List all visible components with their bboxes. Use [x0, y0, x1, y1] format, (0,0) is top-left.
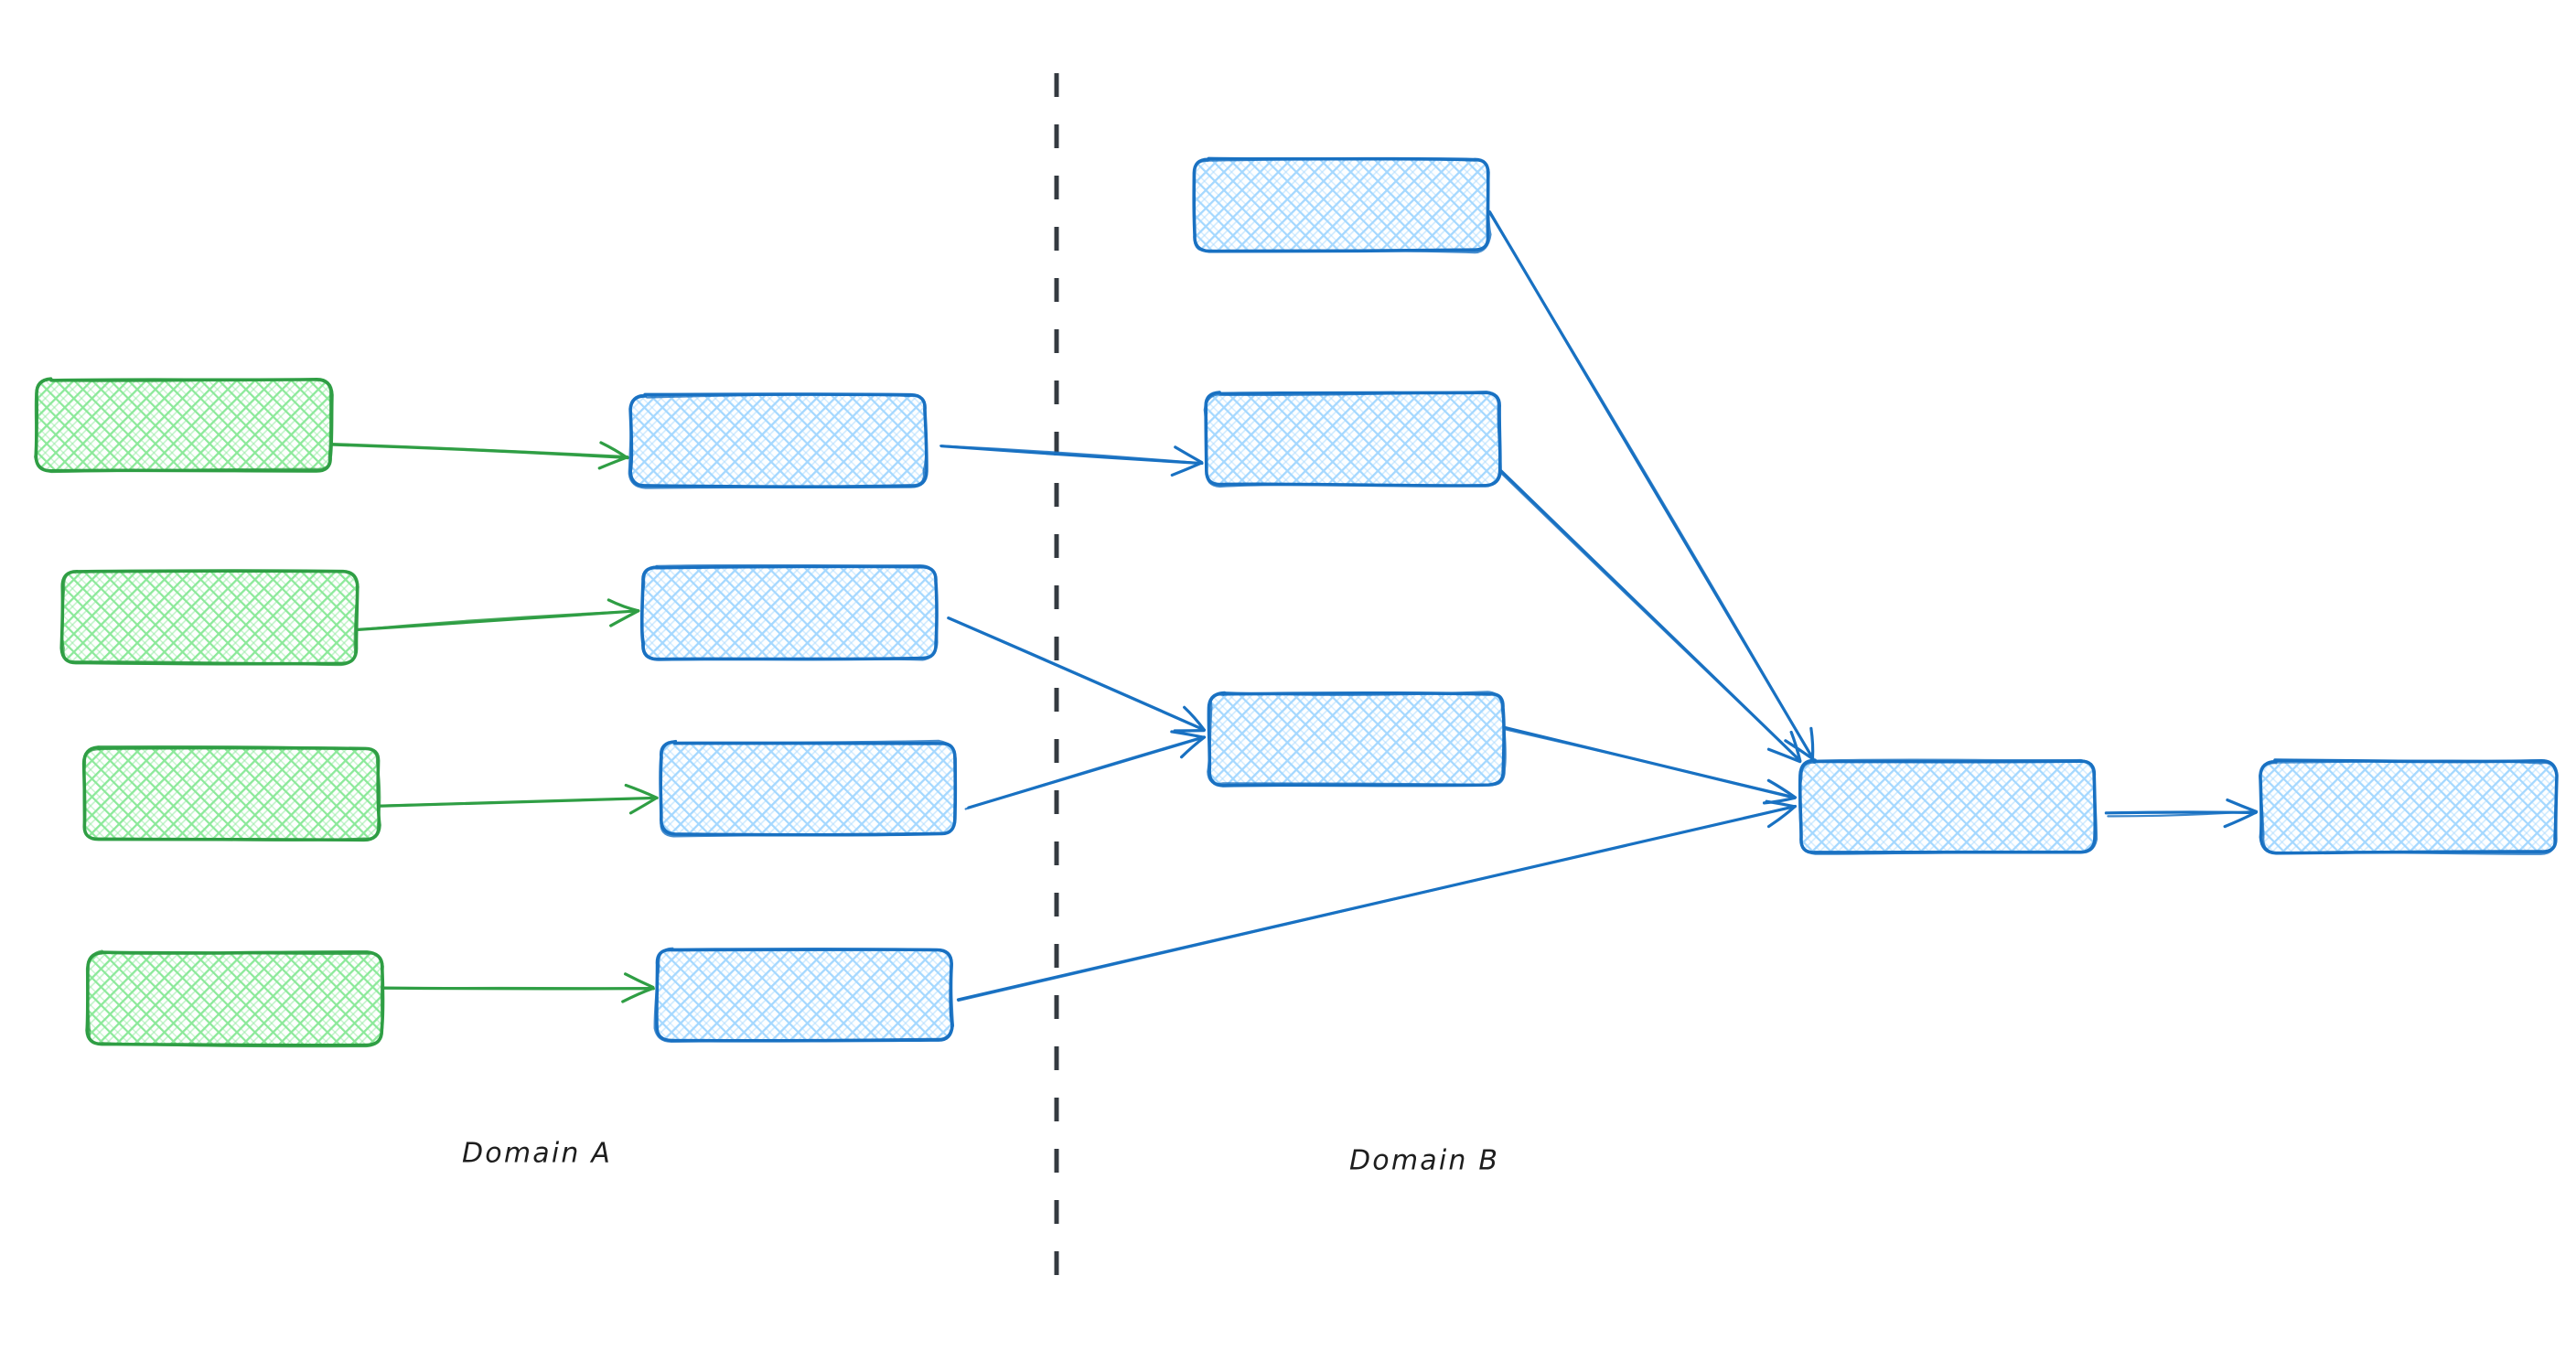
node-d1[interactable] — [1795, 756, 2100, 858]
node-fill — [1194, 159, 1488, 251]
arrowhead-barb — [1766, 778, 1797, 799]
node-outline — [2259, 761, 2557, 854]
node-fill — [2261, 761, 2556, 852]
node-fill — [631, 395, 926, 487]
node-b3[interactable] — [655, 737, 961, 840]
nodes-layer — [31, 154, 2561, 1050]
edge-b4-d1 — [956, 799, 1798, 1002]
node-fill — [1206, 393, 1500, 485]
edge-b1-c2 — [939, 445, 1204, 477]
node-outline — [1799, 760, 2097, 854]
node-c2[interactable] — [1200, 388, 1506, 490]
edge-a3-b3 — [376, 783, 659, 815]
domain-b-label: Domain B — [1349, 1145, 1499, 1177]
node-b1[interactable] — [626, 390, 931, 492]
edge-d1-e1 — [2104, 798, 2259, 829]
edge-c3-d1 — [1501, 725, 1798, 805]
node-b4[interactable] — [651, 944, 957, 1046]
node-outline — [661, 741, 956, 836]
arrowhead-barb — [1809, 726, 1815, 761]
node-fill — [1209, 693, 1504, 785]
node-outline — [629, 394, 927, 488]
arrowhead-barb — [2223, 810, 2259, 829]
node-outline — [1194, 159, 1491, 252]
arrowhead-barb — [1170, 461, 1204, 477]
arrowhead-barb — [623, 972, 655, 989]
node-a2[interactable] — [57, 566, 362, 669]
arrowhead-barb — [1174, 445, 1204, 465]
edge-stroke — [1487, 209, 1814, 760]
edge-stroke — [957, 805, 1797, 1002]
arrowhead-barb — [1183, 705, 1206, 731]
node-outline — [84, 746, 381, 841]
node-fill — [657, 949, 951, 1041]
arrowhead-barb — [2226, 798, 2259, 814]
arrowhead-barb — [624, 783, 659, 799]
node-e1[interactable] — [2256, 756, 2561, 858]
domain-a-label: Domain A — [462, 1138, 612, 1170]
node-fill — [1800, 761, 2095, 852]
node-fill — [84, 748, 379, 840]
edge-stroke — [964, 735, 1205, 810]
node-a4[interactable] — [82, 948, 388, 1050]
node-fill — [62, 572, 357, 663]
node-outline — [87, 951, 383, 1046]
arrowhead-barb — [606, 598, 640, 613]
node-b2[interactable] — [637, 562, 942, 664]
arrowhead-barb — [628, 796, 659, 815]
edge-stroke — [376, 797, 659, 807]
node-a1[interactable] — [31, 374, 337, 477]
node-c1[interactable] — [1188, 154, 1494, 256]
node-c3[interactable] — [1204, 688, 1509, 790]
arrowhead-barb — [1766, 747, 1802, 764]
node-outline — [655, 949, 953, 1042]
arrowhead-barb — [597, 456, 629, 470]
node-fill — [660, 743, 955, 834]
edge-stroke — [949, 617, 1205, 732]
arrowhead-barb — [1170, 730, 1206, 739]
node-fill — [37, 380, 331, 471]
edge-stroke — [2107, 809, 2257, 818]
edge-stroke — [939, 445, 1204, 465]
node-outline — [62, 572, 359, 665]
node-outline — [35, 380, 330, 472]
edge-stroke — [1497, 468, 1801, 762]
arrowhead-barb — [1766, 805, 1797, 829]
edge-stroke — [355, 610, 639, 631]
edge-stroke — [1501, 727, 1798, 799]
arrowhead-barb — [1762, 796, 1797, 805]
edge-a1-b1 — [327, 441, 629, 470]
edge-stroke — [329, 443, 629, 459]
node-outline — [642, 565, 938, 659]
edge-c1-d1 — [1487, 209, 1816, 762]
node-outline — [1205, 391, 1501, 487]
edge-c2-d1 — [1497, 468, 1802, 764]
arrowhead-barb — [621, 987, 655, 1003]
node-a3[interactable] — [79, 743, 384, 845]
node-fill — [88, 953, 382, 1045]
edge-a2-b2 — [354, 598, 640, 632]
node-fill — [642, 567, 937, 659]
edge-b3-c3 — [964, 730, 1207, 810]
arrowhead-barb — [1789, 730, 1802, 763]
edge-a4-b4 — [380, 972, 655, 1003]
arrowhead-barb — [599, 441, 629, 460]
node-outline — [1208, 691, 1505, 784]
arrowhead-barb — [609, 609, 640, 627]
edges-layer — [327, 209, 2259, 1003]
arrowhead-barb — [1179, 735, 1207, 759]
arrowhead-barb — [1784, 739, 1815, 761]
edge-stroke — [380, 986, 655, 991]
edge-b2-c3 — [947, 616, 1207, 733]
edge-stroke — [327, 442, 629, 458]
